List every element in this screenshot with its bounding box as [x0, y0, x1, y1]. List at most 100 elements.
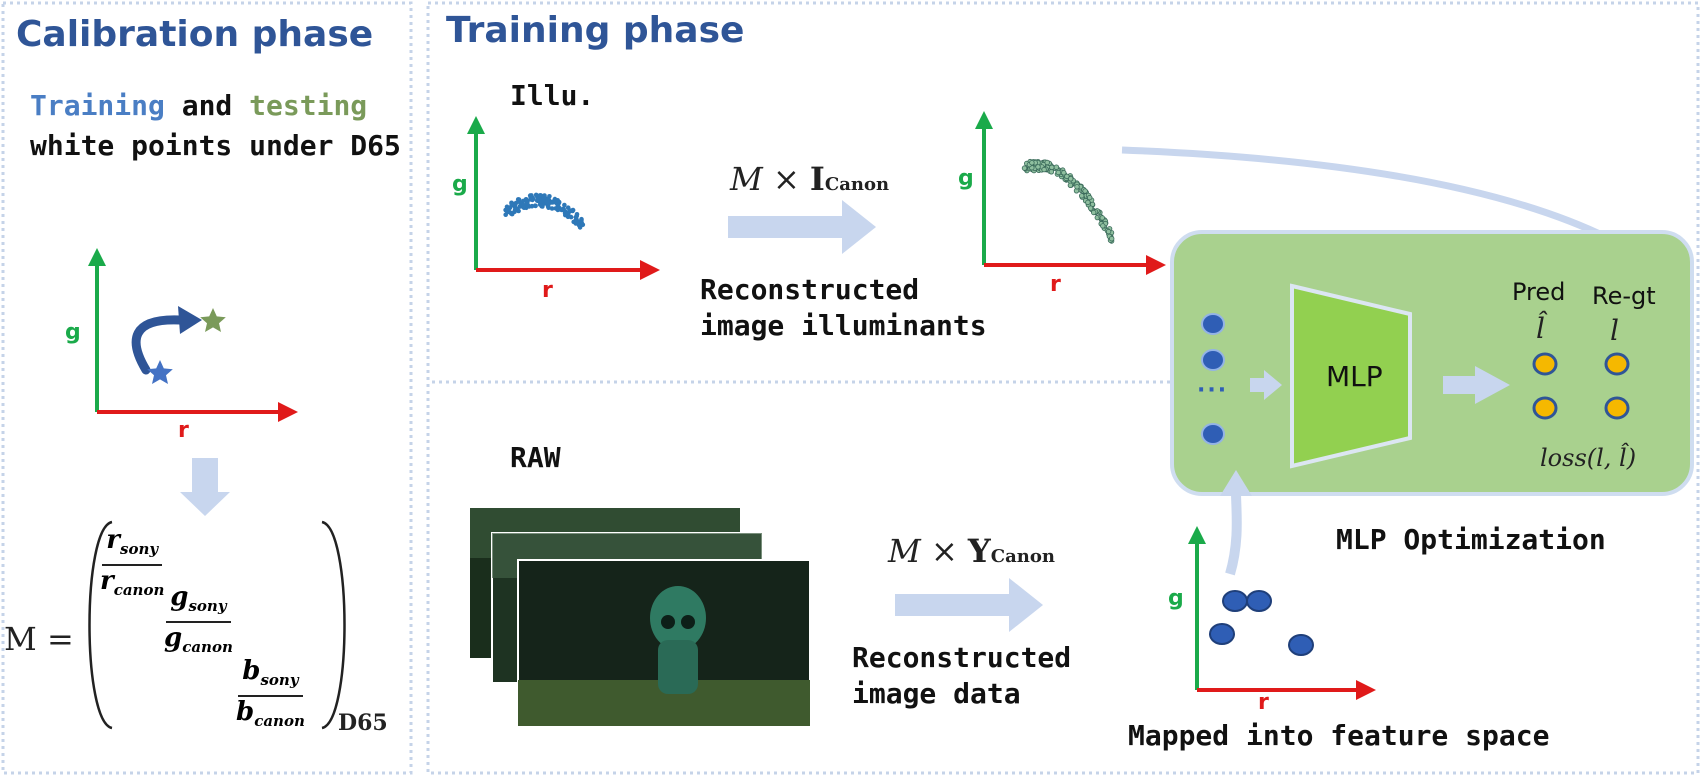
illu-title: Illu. [510, 79, 595, 112]
scatter-dot [521, 202, 526, 208]
testing-word: testing [249, 89, 368, 122]
scatter-dot [1035, 164, 1041, 170]
data-operation: M × YCanon [888, 532, 1055, 570]
calibration-curved-arrow [131, 315, 185, 375]
matrix-subscript: D65 [338, 710, 388, 736]
scatter-dot [1064, 173, 1070, 180]
mlp-caption: MLP Optimization [1336, 523, 1606, 556]
scatter-dot [1053, 164, 1060, 170]
regt-curve-arrow [1121, 146, 1610, 242]
feature-to-mlp-arrow [1225, 491, 1242, 576]
scatter-dot [541, 195, 547, 201]
illu-operation: M × ICanon [730, 160, 890, 198]
scatter-dot [1078, 193, 1085, 199]
feature-node [1201, 313, 1225, 335]
training-panel-border [426, 1, 1700, 775]
scatter-dot [1086, 194, 1093, 201]
scatter-dot [529, 196, 534, 202]
illu-recon-axis-g-label: g [958, 166, 974, 191]
scatter-dot [1041, 166, 1047, 173]
scatter-dot [1067, 176, 1074, 182]
recon-illu-line1: Reconstructed [700, 273, 920, 306]
scatter-dot [544, 199, 550, 205]
mlp-label: MLP [1326, 360, 1383, 393]
scatter-dot [1044, 159, 1050, 166]
scatter-dot [527, 204, 532, 209]
calibration-down-arrow [180, 458, 230, 516]
scatter-dot [534, 198, 540, 203]
scatter-dot [1108, 235, 1115, 242]
illu-source-axis-r-label: r [542, 278, 553, 303]
scatter-dot [532, 203, 538, 208]
regt-node [1604, 352, 1630, 376]
scatter-dot [1048, 169, 1055, 175]
scatter-dot [574, 212, 580, 217]
recon-illu-line2: image illuminants [700, 309, 987, 342]
scatter-dot [549, 206, 555, 211]
scatter-dot [1090, 209, 1097, 216]
scatter-dot [546, 205, 551, 210]
scatter-dot [1055, 169, 1061, 176]
matrix-entry-g: gsony gcanon [164, 582, 233, 657]
matrix-lhs: M = [4, 620, 74, 658]
scatter-dot [563, 212, 568, 218]
training-heading: Training phase [446, 10, 745, 51]
calibration-subtitle-line1: Training and testing [30, 88, 367, 124]
mlp-output-arrow [1443, 366, 1510, 404]
matrix-left-bracket [88, 520, 113, 730]
pred-label: Pred [1512, 278, 1566, 306]
pred-node [1532, 396, 1558, 420]
matrix-entry-b: bsony bcanon [236, 656, 305, 731]
gt-symbol: l [1610, 314, 1619, 347]
illu-source-axis-g-label: g [452, 172, 468, 197]
scatter-dot [1067, 182, 1074, 188]
feature-point [1209, 623, 1235, 645]
training-star-icon [147, 360, 173, 384]
recon-data-line2: image data [852, 677, 1021, 710]
scatter-dot [509, 201, 515, 207]
scatter-dot [1061, 170, 1067, 176]
scatter-dot [576, 219, 581, 225]
matrix-entry-r: rsony rcanon [100, 525, 165, 600]
scatter-dot [524, 200, 530, 206]
pred-symbol: l̂ [1536, 312, 1545, 345]
scatter-dot [1049, 164, 1055, 171]
scatter-dot [1021, 165, 1028, 171]
regt-label: Re-gt [1592, 282, 1656, 310]
scatter-dot [1105, 228, 1112, 235]
scatter-dot [570, 207, 576, 213]
scatter-dot [1074, 184, 1080, 190]
calibration-arrow-head [178, 306, 202, 334]
scatter-dot [517, 204, 522, 209]
recon-data-line1: Reconstructed [852, 641, 1072, 674]
scatter-dot [579, 222, 585, 227]
calibration-subtitle-line2: white points under D65 [30, 129, 401, 162]
illu-recon-axis-r-label: r [1050, 272, 1061, 297]
calibration-axis-g-label: g [65, 320, 81, 345]
illu-source-scatter [503, 192, 586, 230]
pred-node [1532, 352, 1558, 376]
illu-recon-scatter [1021, 158, 1115, 244]
scatter-dot [561, 206, 566, 211]
feature-axis-r-label: r [1258, 690, 1269, 715]
scatter-dot [507, 210, 513, 215]
mlp-trapezoid [1290, 283, 1412, 469]
scatter-dot [1029, 160, 1035, 166]
and-word: and [164, 89, 250, 122]
scatter-dot [551, 199, 557, 205]
feature-space-points [1209, 590, 1314, 656]
feature-point [1288, 634, 1314, 656]
mlp-output-nodes [1532, 352, 1630, 420]
feature-point [1246, 590, 1272, 612]
scatter-dot [1100, 223, 1106, 229]
raw-subject [650, 586, 706, 650]
feature-node [1201, 349, 1225, 371]
regt-node [1604, 396, 1630, 420]
scatter-dot [553, 206, 559, 211]
testing-star-icon [200, 308, 226, 332]
matrix-right-bracket [321, 520, 346, 730]
scatter-dot [1087, 205, 1094, 211]
scatter-dot [539, 198, 544, 204]
